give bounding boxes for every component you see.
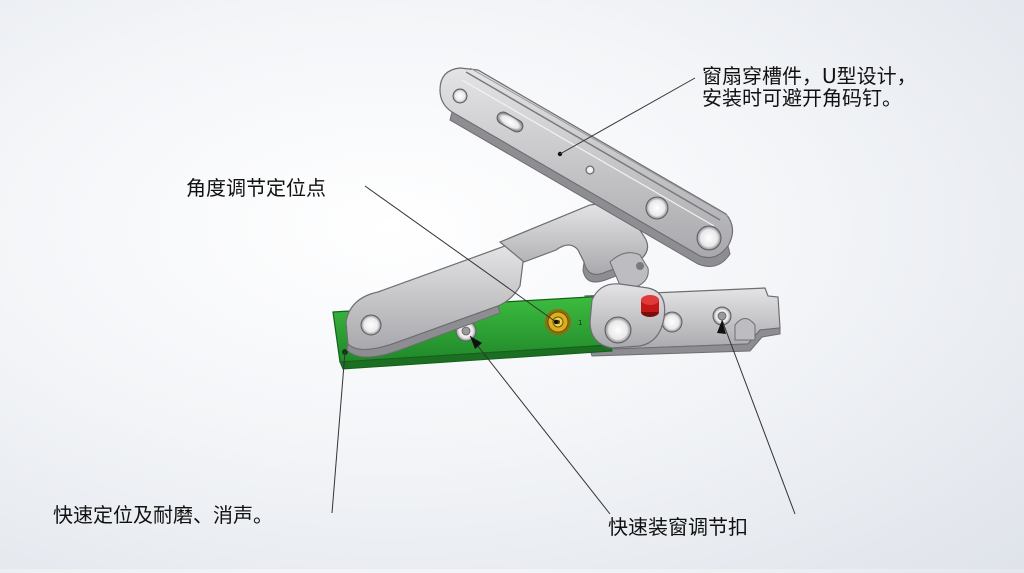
callout-quick-buckle: 快速装窗调节扣 — [608, 515, 748, 539]
svg-text:1: 1 — [578, 319, 582, 327]
lower-arm — [345, 243, 525, 358]
pivot-bracket — [589, 283, 666, 349]
sash-slot-arm — [439, 67, 734, 267]
leader-sash-slot — [559, 77, 696, 155]
leader-quick-buckle-right — [721, 319, 796, 515]
callout-quick-position: 快速定位及耐磨、消声。 — [53, 503, 273, 527]
leader-quick-buckle-left — [469, 335, 611, 515]
red-button-icon — [641, 295, 659, 317]
arrowhead-icon — [717, 320, 726, 334]
leader-angle-point — [364, 185, 557, 323]
callout-sash-slot-line2: 安装时可避开角码钉。 — [702, 86, 902, 110]
callout-angle-point: 角度调节定位点 — [186, 176, 326, 200]
callout-sash-slot: 窗扇穿槽件，U型设计， 安装时可避开角码钉。 — [702, 65, 917, 109]
leader-arrows — [470, 319, 726, 349]
middle-linkage — [498, 203, 649, 291]
arrowhead-icon — [470, 336, 482, 349]
leader-lines — [331, 77, 796, 515]
leader-dot-icon — [553, 319, 559, 325]
callout-sash-slot-line1: 窗扇穿槽件，U型设计， — [702, 64, 917, 88]
leader-quick-position — [331, 351, 346, 514]
